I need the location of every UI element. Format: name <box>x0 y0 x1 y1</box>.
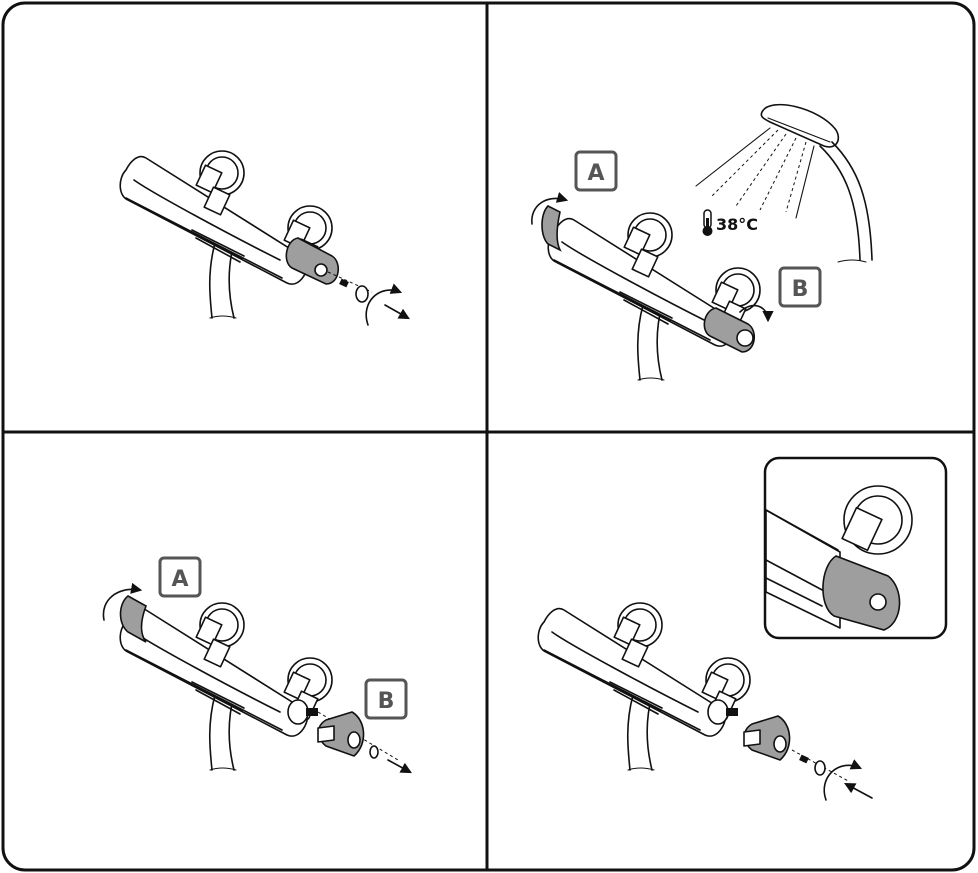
label-a: A <box>160 558 200 596</box>
washer <box>356 286 368 302</box>
screw <box>339 279 349 288</box>
rotate-arrow <box>366 290 400 325</box>
handle <box>744 716 790 760</box>
valve-body <box>548 213 760 380</box>
valve-body <box>120 151 332 318</box>
insert-arrow <box>846 784 872 798</box>
label-a: A <box>576 152 616 190</box>
thermometer-icon <box>703 210 713 236</box>
valve-body <box>120 603 332 770</box>
label-b: B <box>780 268 820 306</box>
temperature: 38°C <box>716 215 758 234</box>
shower-head <box>696 105 872 262</box>
label-b: B <box>366 680 406 718</box>
panel-1 <box>120 151 408 325</box>
panel-3: A B <box>103 558 410 772</box>
screw <box>799 755 825 775</box>
screw <box>370 746 378 758</box>
svg-text:B: B <box>378 689 395 714</box>
valve-body <box>538 603 750 770</box>
panel-4 <box>538 458 946 800</box>
svg-text:A: A <box>171 567 188 592</box>
direction-arrow <box>388 760 410 772</box>
svg-text:B: B <box>792 277 809 302</box>
direction-arrow <box>385 305 408 318</box>
panel-2: A B 38°C <box>532 105 872 380</box>
detail-inset <box>765 458 946 638</box>
removed-handle <box>318 712 364 756</box>
svg-text:A: A <box>587 161 604 186</box>
